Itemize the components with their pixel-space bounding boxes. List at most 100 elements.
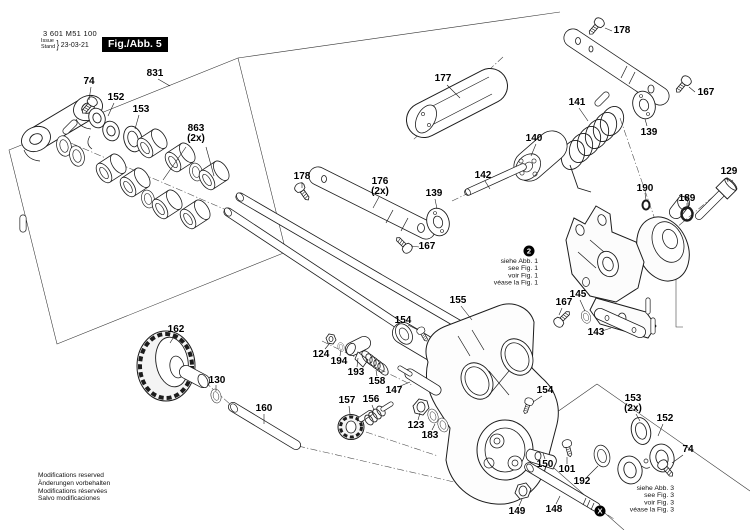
part-label-149: 149 [509, 506, 526, 517]
screw-167-icon [672, 73, 694, 96]
part-label-139: 139 [641, 127, 658, 138]
part-label-130: 130 [209, 375, 226, 386]
part-label-158: 158 [369, 376, 386, 387]
part-label-157: 157 [339, 395, 356, 406]
screw-167-icon [551, 307, 574, 330]
part-label-167: 167 [556, 297, 573, 308]
part-label-167: 167 [419, 241, 436, 252]
rod-142 [464, 163, 527, 196]
part-label-155: 155 [450, 295, 467, 306]
leader-line-124 [324, 342, 331, 350]
leader-line-139 [434, 198, 438, 210]
nut-123 [412, 398, 430, 416]
leader-line-831 [157, 78, 171, 87]
link-pins [19, 119, 78, 233]
leader-line-153 [635, 413, 641, 422]
nut-149 [514, 482, 532, 500]
issue-date: 23-03-21 [60, 41, 89, 49]
part-label-143: 143 [588, 327, 605, 338]
part-label-150: 150 [537, 459, 554, 470]
rod-148 [524, 462, 601, 512]
leader-line-142 [484, 180, 491, 190]
note-marker-glyph: 2 [527, 247, 531, 256]
issue-label: Issue [41, 38, 54, 45]
pin-147 [397, 365, 442, 396]
leader-line-183 [431, 423, 436, 431]
part-label-178: 178 [614, 25, 631, 36]
leader-line-150 [542, 452, 546, 460]
leader-line-167 [558, 307, 563, 316]
note-marker-icon [523, 245, 535, 257]
part-label-74: 74 [682, 444, 694, 455]
leader-line-178 [604, 27, 613, 32]
part-label-74: 74 [83, 76, 95, 87]
bearing-140 [513, 130, 568, 182]
leader-line-145 [579, 299, 586, 312]
leader-line-148 [555, 495, 561, 505]
leader-line-157 [348, 405, 351, 415]
note-line: siehe Abb. 3 [637, 485, 675, 492]
leader-line-74 [671, 454, 684, 464]
part-label-141: 141 [569, 97, 586, 108]
part-label-153: 153 [133, 104, 150, 115]
lever-top-right [563, 28, 670, 106]
part-label-145: 145 [570, 289, 587, 300]
leader-line-123 [417, 412, 421, 421]
part-label-160: 160 [256, 403, 273, 414]
leader-line-152 [107, 102, 115, 117]
leader-line-863 [162, 146, 187, 181]
note-marker-glyph: X [597, 507, 602, 516]
washer-192 [591, 442, 613, 470]
part-label-148: 148 [546, 504, 563, 515]
leader-line-167 [688, 86, 696, 93]
part-qty-153: (2x) [624, 403, 642, 414]
part-label-190: 190 [637, 183, 654, 194]
part-label-154: 154 [537, 385, 554, 396]
leader-line-74 [88, 86, 92, 101]
notice-line-fr: Modifications réservées [38, 487, 108, 495]
gasket-152 [87, 107, 120, 150]
part-label-863: 863 [188, 123, 205, 134]
issue-stand-block: Issue Stand } 23-03-21 [41, 39, 89, 51]
part-label-140: 140 [526, 133, 543, 144]
bracket-150 [525, 448, 557, 470]
notice-line-de: Änderungen vorbehalten [38, 479, 111, 487]
leader-line-143 [601, 327, 612, 332]
note-line: see Fig. 3 [644, 492, 674, 499]
notice-line-es: Salvo modificaciones [38, 495, 100, 503]
part-label-194: 194 [331, 356, 348, 367]
handle-177 [406, 68, 508, 138]
brace-glyph: } [56, 39, 60, 51]
rollers-863 [92, 125, 233, 232]
notice-line-en: Modifications reserved [38, 472, 104, 479]
part-label-101: 101 [559, 464, 576, 475]
leader-line-139 [644, 118, 648, 127]
star-knob-157 [337, 410, 373, 440]
part-label-152: 152 [108, 92, 125, 103]
part-labels: 74152153831863(2x)1771781671391411401421… [83, 25, 737, 517]
spring-158 [361, 350, 389, 376]
part-label-167: 167 [698, 87, 715, 98]
leader-line-158 [375, 369, 378, 377]
screw-178-icon [585, 15, 607, 38]
part-label-124: 124 [313, 349, 330, 360]
bolt-129 [695, 177, 738, 220]
part-qty-176: (2x) [371, 186, 389, 197]
leader-line-162 [169, 334, 176, 344]
part-label-142: 142 [475, 170, 492, 181]
leader-line-176 [372, 196, 380, 209]
leader-line-156 [371, 404, 375, 411]
leader-line-194 [339, 349, 342, 357]
screw-167-icon [392, 233, 415, 256]
washer-153 [627, 414, 655, 448]
leader-line-141 [578, 107, 589, 122]
part-label-156: 156 [363, 394, 380, 405]
spring-screw-156 [364, 401, 394, 426]
part-label-831: 831 [147, 68, 164, 79]
leader-line-155 [460, 305, 473, 321]
screw-101-icon [561, 438, 576, 459]
leader-line-863 [205, 146, 215, 177]
part-label-129: 129 [721, 166, 738, 177]
leader-line-140 [530, 143, 537, 157]
